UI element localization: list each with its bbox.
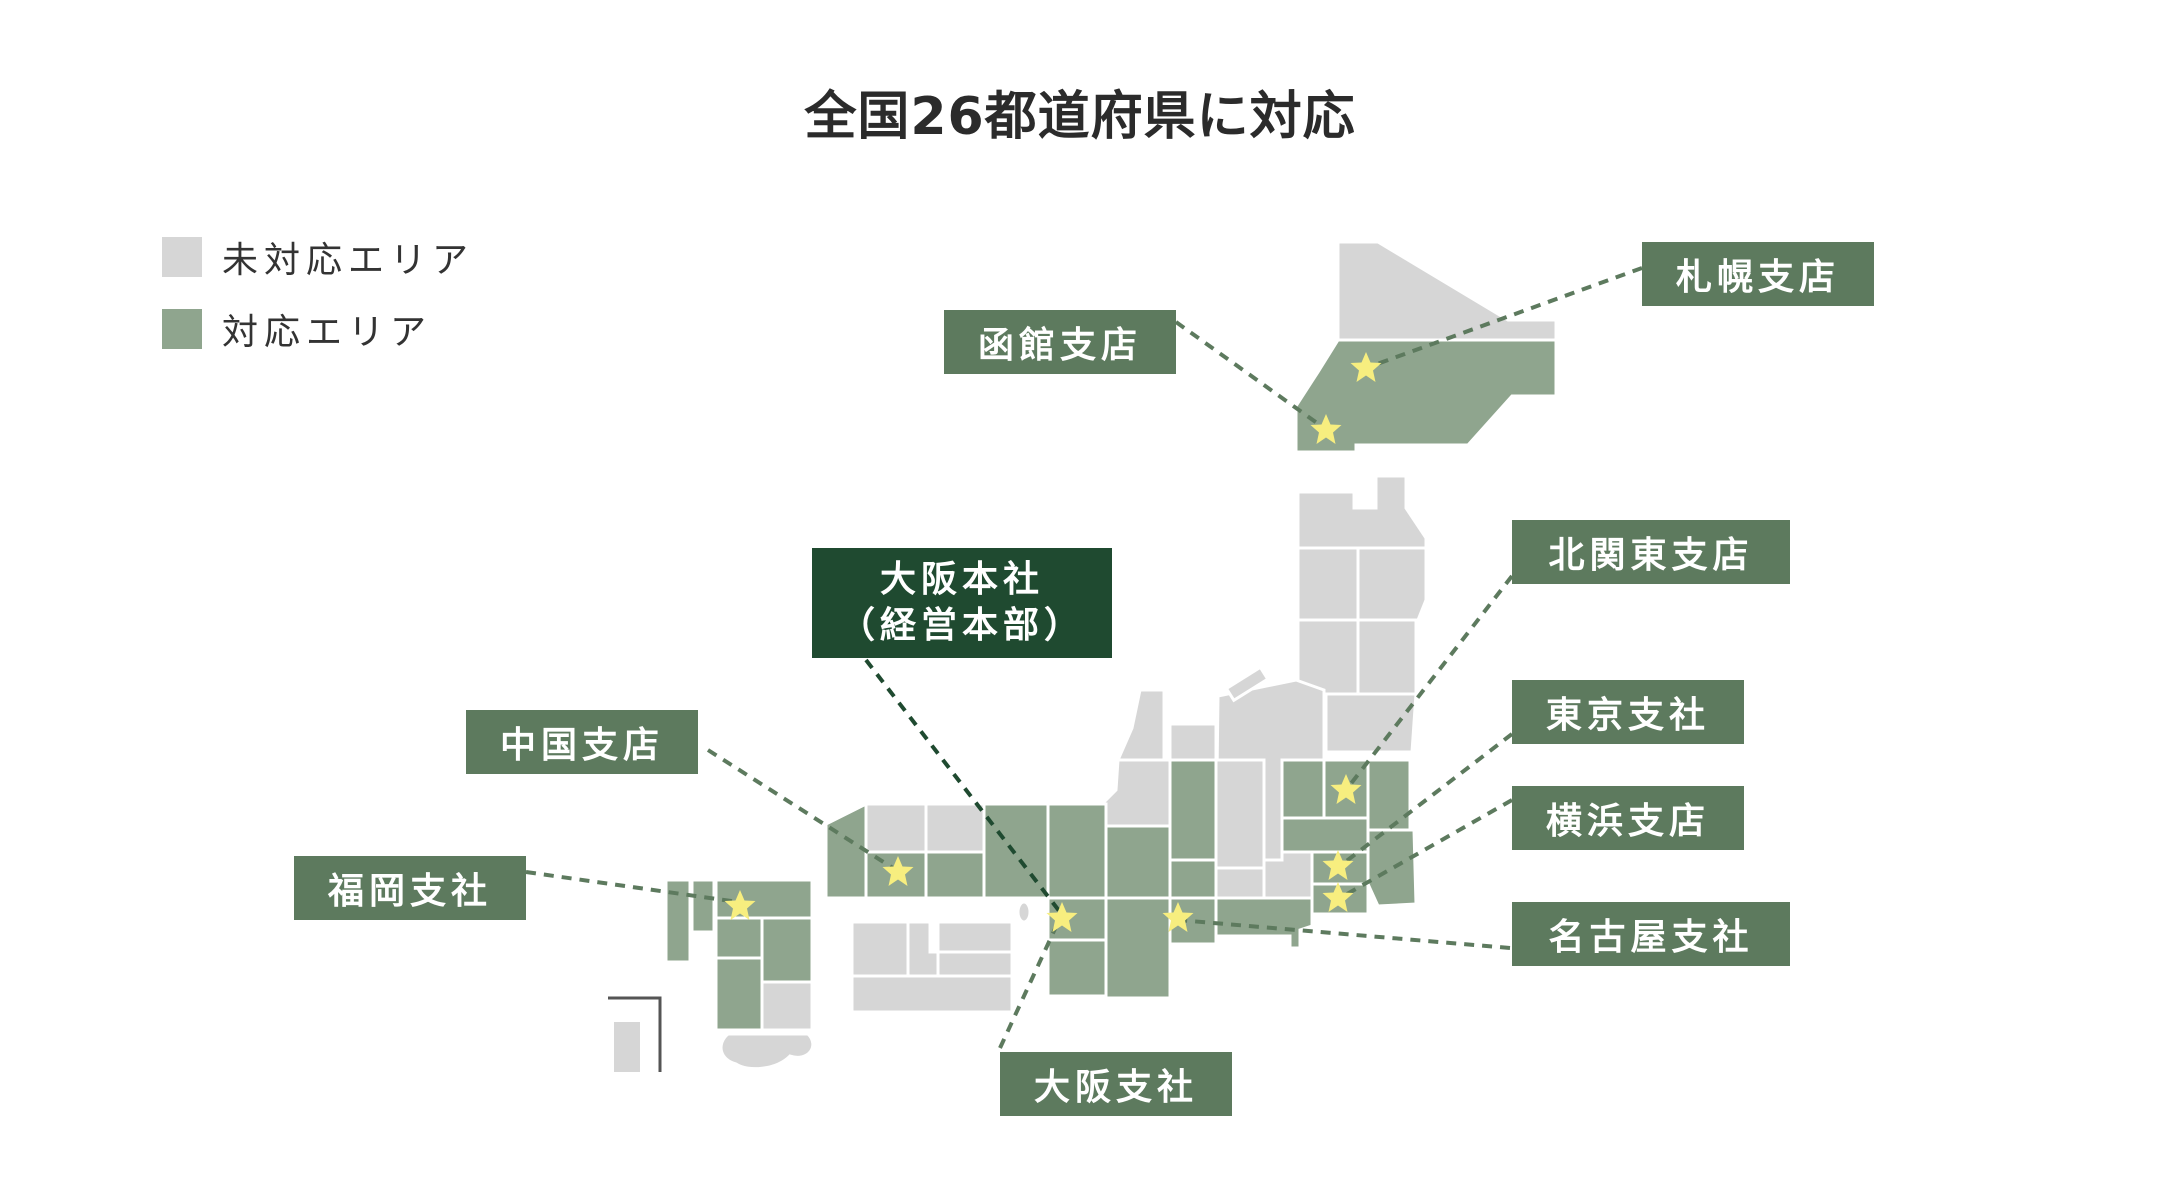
page-title: 全国26都道府県に対応: [804, 87, 1356, 147]
miyazaki: [760, 980, 814, 1032]
line-nagoya: [1177, 918, 1511, 950]
tohoku: [1296, 474, 1428, 754]
office-label-osaka-hq: 大阪本社 （経営本部）: [812, 548, 1112, 658]
leader-lines: [525, 266, 1643, 1049]
hokkaido-south: [1294, 338, 1558, 454]
chugoku: [824, 801, 986, 900]
aomori: [1296, 474, 1428, 550]
office-label-hakodate: 函館支店: [944, 310, 1176, 374]
aichi-north: [1168, 858, 1218, 900]
ehime: [850, 920, 910, 978]
kagoshima: [719, 1032, 815, 1071]
line-yokohama: [1339, 798, 1513, 900]
gunma: [1280, 758, 1326, 820]
okinawa-divider: [608, 996, 662, 1072]
legend-label-supported: 対応エリア: [222, 312, 433, 353]
kyoto: [1046, 802, 1108, 900]
office-label-fukuoka: 福岡支社: [294, 856, 526, 920]
hq-subname: （経営本部）: [838, 605, 1085, 646]
kanto: [1262, 758, 1418, 916]
kochi: [850, 974, 1014, 1014]
toyama: [1168, 722, 1218, 762]
legend-item-unsupported: 未対応エリア: [162, 236, 474, 281]
okayama: [924, 850, 986, 900]
oita: [760, 916, 814, 984]
saga-west: [690, 878, 716, 934]
hokkaido: [1294, 240, 1558, 454]
saga: [714, 916, 764, 960]
okinawa: [614, 1022, 640, 1072]
shimane-east: [924, 802, 986, 854]
miyagi: [1356, 618, 1418, 696]
tottori: [864, 802, 928, 854]
shizuoka: [1214, 896, 1314, 950]
line-hakodate: [1174, 320, 1326, 430]
gifu-east: [1214, 758, 1266, 870]
fukuoka: [714, 878, 814, 920]
line-osaka-branch: [998, 917, 1062, 1049]
shizuoka-west: [1214, 866, 1266, 900]
chiba: [1366, 828, 1418, 908]
kumamoto: [714, 956, 764, 1032]
akita: [1296, 546, 1360, 622]
hq-name: 大阪本社: [879, 559, 1044, 600]
kagawa: [936, 920, 1014, 954]
ehime-east: [906, 920, 940, 978]
tokushima: [936, 950, 1014, 978]
line-kita-kanto: [1344, 574, 1514, 792]
ibaraki: [1366, 758, 1412, 832]
chubu: [1094, 665, 1326, 950]
okinawa-inset: [608, 996, 662, 1072]
line-chugoku: [706, 748, 898, 872]
sado: [1224, 665, 1270, 703]
office-label-chugoku: 中国支店: [466, 710, 698, 774]
office-label-osaka-branch: 大阪支社: [1000, 1052, 1232, 1116]
supported-swatch: [162, 309, 202, 349]
kinki: [982, 802, 1172, 1000]
hokkaido-north: [1336, 240, 1558, 342]
wakayama: [1046, 938, 1108, 998]
office-label-yokohama: 横浜支店: [1512, 786, 1744, 850]
line-sapporo: [1365, 266, 1643, 370]
legend: 未対応エリア 対応エリア: [162, 236, 474, 380]
awaji: [1016, 900, 1032, 924]
legend-label-unsupported: 未対応エリア: [222, 240, 475, 281]
gifu: [1104, 824, 1172, 900]
legend-item-supported: 対応エリア: [162, 308, 474, 353]
mie: [1104, 896, 1172, 1000]
line-tokyo: [1338, 732, 1514, 868]
nagano: [1168, 758, 1218, 862]
office-label-kita-kanto: 北関東支店: [1512, 520, 1790, 584]
office-label-tokyo: 東京支社: [1512, 680, 1744, 744]
saitama: [1280, 816, 1370, 854]
shimane: [824, 801, 868, 900]
office-label-sapporo: 札幌支店: [1642, 242, 1874, 306]
office-label-nagoya: 名古屋支社: [1512, 902, 1790, 966]
shikoku: [850, 920, 1014, 1014]
unsupported-swatch: [162, 237, 202, 277]
fukushima: [1324, 692, 1418, 754]
hyogo: [982, 802, 1050, 900]
iwate: [1356, 546, 1428, 622]
